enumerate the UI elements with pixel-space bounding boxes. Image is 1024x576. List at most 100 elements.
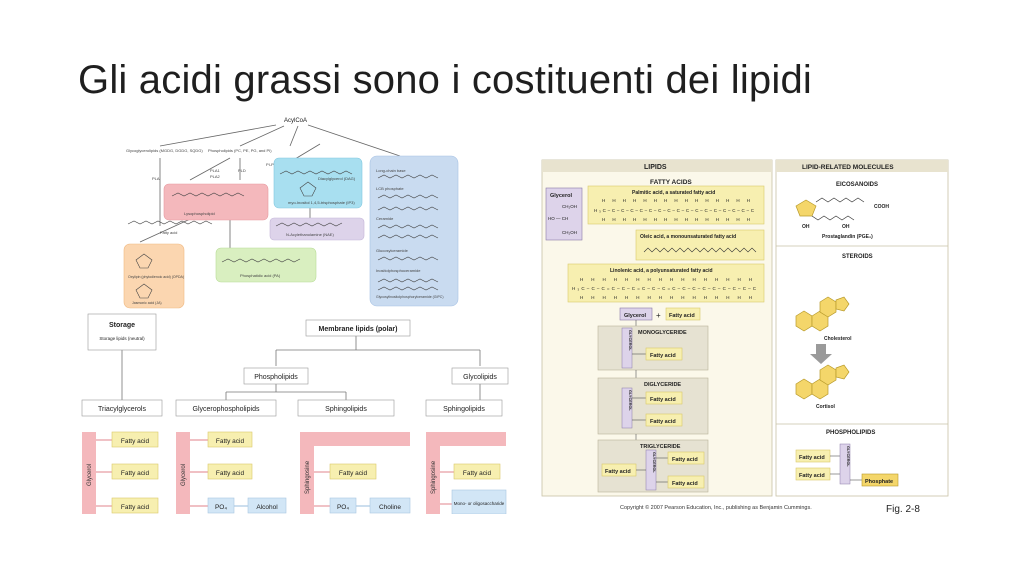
dag-panel (273, 157, 363, 209)
triacylglycerol-structure: Glycerol Fatty acid Fatty acid Fatty aci… (82, 431, 159, 514)
pl-fa-label-1: Fatty acid (799, 455, 825, 461)
glycerol-chip-label: Glycerol (624, 313, 646, 319)
glycerophospholipid-structure: Glycerol Fatty acid Fatty acid PO₄ Alcoh… (176, 431, 287, 514)
phosphate-label: Phosphate (865, 479, 893, 485)
fatty-acid-path-label: Fatty acid (160, 230, 177, 235)
oleic-acid-box (635, 229, 765, 261)
oxylipin-panel (123, 243, 185, 309)
lysophospholipid-label: Lysophospholipid (184, 211, 215, 216)
sphingolipids-box-a (297, 399, 395, 417)
prostaglandin-structure (795, 197, 865, 221)
fatty-acids-header: FATTY ACIDS (650, 179, 692, 186)
pld-label: PLD (238, 168, 246, 173)
gipc-label: Glycosylinositolphosphorylceramide (GIPC… (376, 295, 444, 299)
phospholipid-structure: Fatty acid Fatty acid GLYCEROL Phosphate (795, 443, 899, 487)
glycolipids-label: Glycolipids (463, 374, 497, 381)
cholesterol-structure (795, 296, 850, 332)
fatty-acid-chain (127, 220, 213, 225)
glycerol-vertical-3: GLYCEROL (652, 452, 656, 473)
pla2-label: PLA2 (210, 174, 221, 179)
monoglyceride-block: GLYCEROL MONOGLYCERIDE Fatty acid (597, 320, 709, 371)
choline-label: Choline (379, 504, 401, 511)
glycerol-vertical-4: GLYCEROL (846, 446, 850, 467)
lcb-p-label: LCB phosphate (376, 186, 404, 191)
glycerol-hoch: HO — CH (548, 216, 568, 221)
storage-lipids-label: Storage (109, 322, 135, 329)
glycerol-label-1: Glycerol (87, 464, 93, 486)
prostaglandin-label: Prostaglandin (PGE₂) (822, 234, 873, 240)
right-figure: LIPIDS FATTY ACIDS Glycerol CH₂OH HO — C… (541, 159, 949, 515)
cortisol-structure (795, 364, 850, 400)
svg-text:H₃C–C–C–C–C–C–C–C–C–C–C–C–C–C–: H₃C–C–C–C–C–C–C–C–C–C–C–C–C–C–C–C–C (594, 208, 755, 213)
fa-label-2b: Fatty acid (216, 470, 245, 477)
linolenic-label: Linolenic acid, a polyunsaturated fatty … (610, 268, 713, 274)
fa-label-3: Fatty acid (339, 470, 368, 477)
po4-label-1: PO₄ (215, 504, 227, 511)
opda-label: Oxylipin (phytodienoic acid) (OPDA) (128, 275, 184, 279)
glycerol-vertical-1: GLYCEROL (628, 330, 632, 351)
ipc-label: Inositolphosphoceramide (376, 268, 421, 273)
copyright-text: Copyright © 2007 Pearson Education, Inc.… (620, 504, 812, 511)
membrane-lipids-label: Membrane lipids (polar) (319, 326, 398, 333)
storage-lipids-full: Storage lipids (neutral) (99, 336, 145, 341)
cholesterol-label: Cholesterol (824, 336, 852, 342)
pa-label: Phosphatidic acid (PA) (240, 273, 281, 278)
sphingolipids-box-b (425, 399, 503, 417)
sphingolipid-pathway-panel (369, 155, 459, 307)
left-figure: AcylCoA Glycoglycerolipids (MGDG, DGDG, … (81, 118, 509, 514)
glycosphingolipid-structure: Sphingosine Fatty acid Mono- or oligosac… (426, 432, 507, 514)
glycerol-ch2oh-top: CH₂OH (562, 204, 577, 209)
svg-text:H H H H H H H H H H: H H H H H H H H H H H H H H H H (580, 295, 752, 300)
triacylglycerols-label: Triacylglycerols (98, 406, 146, 413)
cooh-label: COOH (874, 204, 889, 210)
linolenic-acid-box (567, 263, 765, 303)
glycerol-ch2oh-bottom: CH₂OH (562, 230, 577, 235)
glycerol-structure-box (545, 187, 583, 241)
lysophospholipid-panel (163, 183, 269, 221)
diglyceride-label: DIGLYCERIDE (644, 382, 681, 388)
fatty-acid-chip-label: Fatty acid (669, 313, 695, 319)
tri-fa-label-1: Fatty acid (672, 457, 698, 463)
pla1-label: PLA1 (210, 168, 221, 173)
triacylglycerols-box (81, 399, 163, 417)
eicosanoids-header: EICOSANOIDS (836, 182, 878, 188)
ja-label: Jasmonic acid (JA) (132, 301, 162, 305)
sphingolipids-label-a: Sphingolipids (325, 406, 367, 413)
steroid-arrow (810, 344, 832, 364)
pi-plc-label: PI-PLC (266, 162, 279, 167)
acylcoa-label: AcylCoA (284, 118, 307, 124)
pathway-diagram: AcylCoA Glycoglycerolipids (MGDG, DGDG, … (123, 118, 459, 309)
pa-panel (215, 247, 317, 283)
glycerol-vertical-2: GLYCEROL (628, 390, 632, 411)
phospholipids-header-right: PHOSPHOLIPIDS (826, 430, 875, 436)
mono-fa-label: Fatty acid (650, 353, 676, 359)
lcb-label: Long-chain base (376, 168, 406, 173)
storage-lipids-box (87, 313, 157, 351)
tri-fa-label-left: Fatty acid (605, 469, 631, 475)
fa-label-2a: Fatty acid (216, 438, 245, 445)
svg-text:H H H H H H H H H H: H H H H H H H H H H H H H H H (602, 217, 750, 222)
sphingophospholipid-structure: Sphingosine Fatty acid PO₄ Choline (300, 432, 411, 514)
oleic-label: Oleic acid, a monounsaturated fatty acid (640, 234, 736, 240)
pl-fa-label-2: Fatty acid (799, 473, 825, 479)
phospholipids-path-label: Phospholipids (PC, PE, PG, and PI) (208, 148, 272, 153)
svg-text:H H H H H H H H H H: H H H H H H H H H H H H H H H (602, 198, 750, 203)
alcohol-label: Alcohol (256, 504, 278, 511)
palmitic-acid-box (587, 185, 765, 225)
sphingosine-label-2: Sphingosine (431, 460, 437, 494)
cortisol-label: Cortisol (816, 404, 836, 410)
sphingosine-label-1: Sphingosine (305, 460, 311, 494)
fatty-acid-chip (665, 307, 701, 321)
glycerophospholipids-box (175, 399, 277, 417)
svg-text:H H H H H H H H H H: H H H H H H H H H H H H H H H H (580, 277, 752, 282)
tri-fa-label-2: Fatty acid (672, 481, 698, 487)
plus-sign: + (656, 311, 661, 320)
palmitic-label: Palmitic acid, a saturated fatty acid (632, 190, 715, 196)
sphingolipids-label-b: Sphingolipids (443, 406, 485, 413)
oh-label-pg-1: OH (802, 224, 810, 230)
glycerol-title: Glycerol (550, 193, 572, 199)
phospholipids-class-label: Phospholipids (254, 374, 298, 381)
lipids-header: LIPIDS (644, 164, 667, 171)
pla-label: PLA (152, 176, 160, 181)
triglyceride-label: TRIGLYCERIDE (640, 444, 681, 450)
